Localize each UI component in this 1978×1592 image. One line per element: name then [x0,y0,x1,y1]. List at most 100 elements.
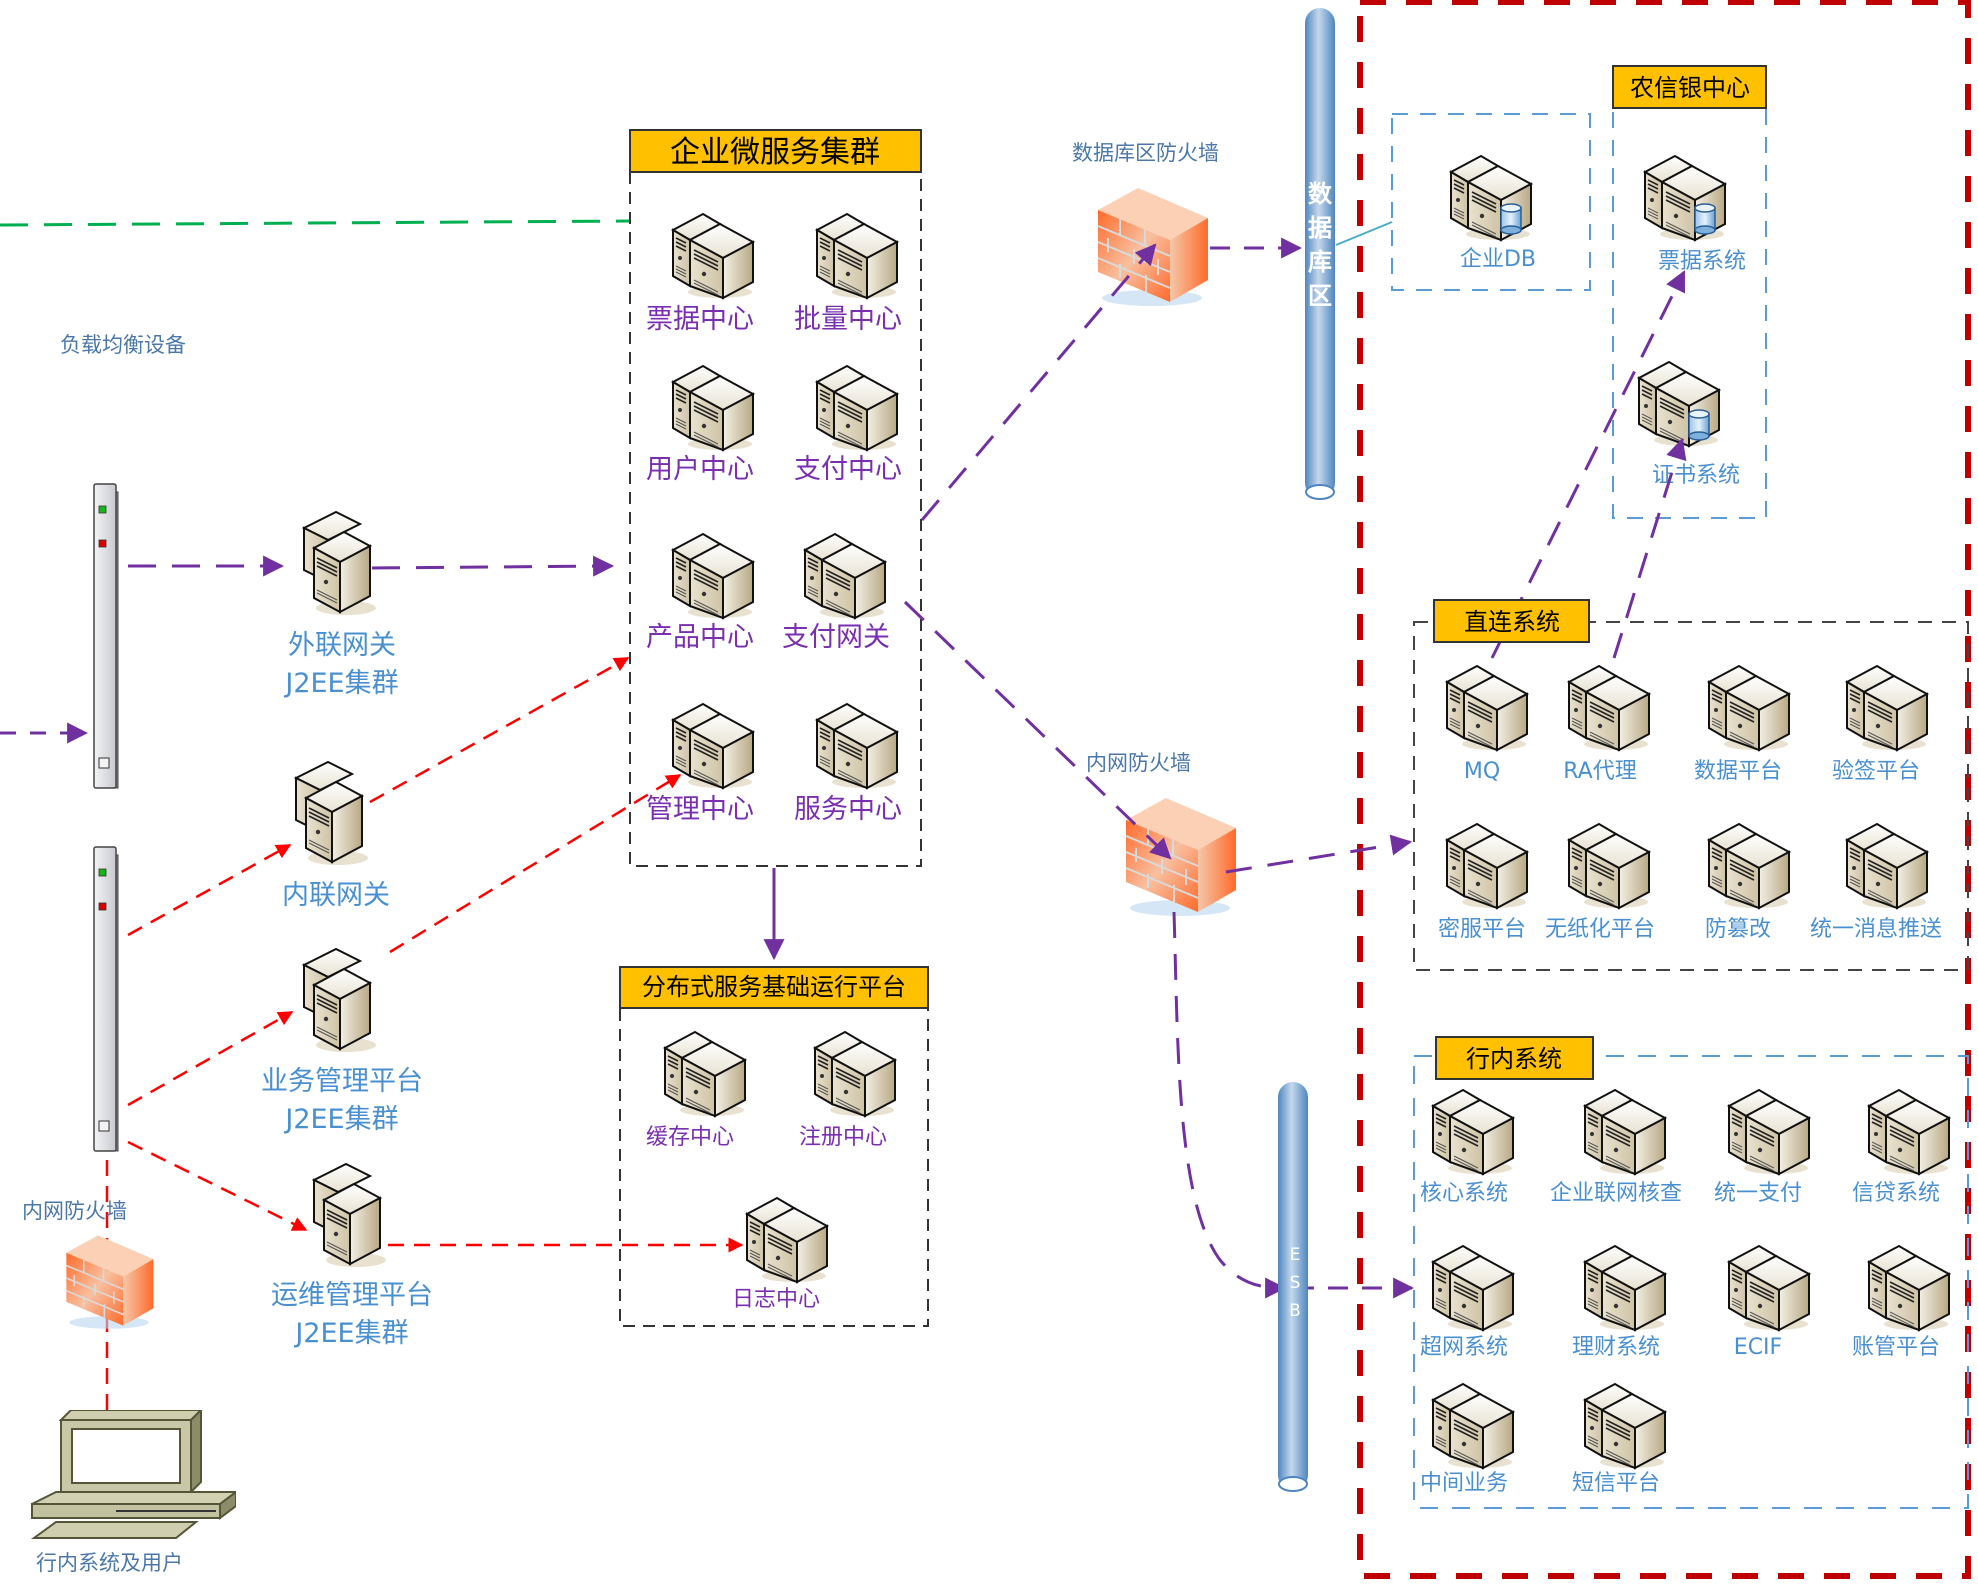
direct-systems-header [1433,599,1590,643]
bank-system-4-server-icon[interactable] [1432,1245,1514,1331]
microservice-cluster-header [629,129,922,173]
enterprise-db-box [1391,113,1591,291]
direct-system-0-label: MQ [1464,759,1500,784]
microservice-services: 票据中心批量中心用户中心支付中心产品中心支付网关管理中心服务中心 [646,213,902,825]
direct-system-6-server-icon[interactable] [1708,823,1790,909]
bank-system-1-server-icon[interactable] [1584,1089,1666,1175]
intranet-firewall-icon[interactable] [1125,797,1237,917]
microservice-2-label: 用户中心 [646,454,754,485]
business-mgmt-label: 业务管理平台 [261,1066,423,1097]
rural-credit-title: 农信银中心 [1630,74,1750,102]
bank-system-0-server-icon[interactable] [1432,1089,1514,1175]
enterprise-db-server-icon[interactable] [1451,156,1531,240]
runtime-service-0-server-icon[interactable] [664,1031,746,1117]
rural-credit-box [1612,65,1767,519]
business-mgmt-server-icon[interactable] [303,948,376,1053]
microservice-5-label: 支付网关 [782,622,890,653]
bank-system-6-label: ECIF [1734,1335,1782,1360]
direct-system-0-server-icon[interactable] [1446,665,1528,751]
business-mgmt-sublabel: J2EE集群 [283,1104,398,1135]
terminal-label: 行内系统及用户 [36,1551,183,1575]
intranet-firewall-label: 内网防火墙 [1086,751,1191,775]
enterprise-db-label: 企业DB [1460,247,1536,272]
bank-systems-title: 行内系统 [1466,1045,1562,1073]
microservice-0-server-icon[interactable] [672,213,754,299]
ops-mgmt-server-icon[interactable] [313,1163,386,1268]
direct-system-3-label: 验签平台 [1832,759,1920,784]
flow-external-gw-cluster [371,555,615,577]
bank-system-5-label: 理财系统 [1572,1335,1660,1360]
bank-system-8-label: 中间业务 [1420,1471,1508,1496]
flow-cluster-db-firewall [920,243,1157,521]
db-zone-link [1335,221,1393,246]
microservice-6-server-icon[interactable] [672,703,754,789]
external-gateway-label: 外联网关 [288,630,396,661]
direct-system-2-label: 数据平台 [1694,759,1782,784]
runtime-service-1-label: 注册中心 [799,1125,887,1150]
microservice-7-server-icon[interactable] [816,703,898,789]
cert-system-server-icon[interactable] [1639,362,1719,446]
microservice-5-server-icon[interactable] [804,533,886,619]
microservice-cluster-title: 企业微服务集群 [670,135,880,170]
bank-systems-header [1435,1036,1594,1080]
bank-system-3-server-icon[interactable] [1868,1089,1950,1175]
bank-system-7-server-icon[interactable] [1868,1245,1950,1331]
bank-system-9-label: 短信平台 [1572,1471,1660,1496]
direct-systems-box [1413,621,1969,971]
runtime-service-2-server-icon[interactable] [746,1197,828,1283]
bank-system-3-label: 信贷系统 [1852,1181,1940,1206]
bill-system-server-icon[interactable] [1645,156,1725,240]
flow-intranet-firewall-direct [1225,834,1413,874]
left-firewall-icon[interactable] [65,1234,155,1330]
direct-system-5-label: 无纸化平台 [1545,917,1655,942]
runtime-service-1-server-icon[interactable] [814,1031,896,1117]
bank-system-4-label: 超网系统 [1420,1335,1508,1360]
load-balancer-bottom[interactable] [93,846,119,1152]
microservice-6-label: 管理中心 [646,794,754,825]
direct-system-1-label: RA代理 [1563,759,1636,784]
microservice-3-server-icon[interactable] [816,365,898,451]
bank-system-9-server-icon[interactable] [1584,1383,1666,1469]
runtime-platform-box [619,966,929,1327]
bank-systems-box [1413,1055,1969,1509]
direct-system-7-server-icon[interactable] [1846,823,1928,909]
left-firewall-label: 内网防火墙 [22,1199,127,1223]
flow-intranet-firewall-esb [1172,911,1287,1299]
bank-system-0-label: 核心系统 [1420,1181,1508,1206]
microservice-1-server-icon[interactable] [816,213,898,299]
direct-system-7-label: 统一消息推送 [1810,917,1942,942]
flow-internal-gw-cluster [369,656,630,804]
cert-system-label: 证书系统 [1652,463,1740,488]
internal-gateway-server-icon[interactable] [295,761,368,866]
bank-system-2-label: 统一支付 [1714,1181,1802,1206]
ops-mgmt-label: 运维管理平台 [271,1280,433,1311]
direct-system-3-server-icon[interactable] [1846,665,1928,751]
direct-system-6-label: 防篡改 [1705,917,1771,942]
direct-system-1-server-icon[interactable] [1568,665,1650,751]
microservice-2-server-icon[interactable] [672,365,754,451]
bank-system-2-server-icon[interactable] [1728,1089,1810,1175]
microservice-0-label: 票据中心 [646,304,754,335]
flow-mq-bill-system [1490,270,1686,659]
load-balancer-top[interactable] [93,483,119,789]
direct-system-4-server-icon[interactable] [1446,823,1528,909]
bank-system-6-server-icon[interactable] [1728,1245,1810,1331]
runtime-service-2-label: 日志中心 [732,1287,820,1312]
external-gateway-server-icon[interactable] [303,511,376,616]
direct-system-2-server-icon[interactable] [1708,665,1790,751]
bank-system-7-label: 账管平台 [1852,1335,1940,1360]
external-gateway-sublabel: J2EE集群 [283,668,398,699]
direct-system-5-server-icon[interactable] [1568,823,1650,909]
flow-lb-business-mgmt [127,1010,294,1107]
bank-system-5-server-icon[interactable] [1584,1245,1666,1331]
microservice-4-server-icon[interactable] [672,533,754,619]
terminal-pc-icon[interactable] [31,1410,236,1539]
bank-system-8-server-icon[interactable] [1432,1383,1514,1469]
runtime-service-0-label: 缓存中心 [646,1125,734,1150]
runtime-platform-title: 分布式服务基础运行平台 [642,973,906,1001]
flow-lb-ops-mgmt [127,1140,308,1232]
